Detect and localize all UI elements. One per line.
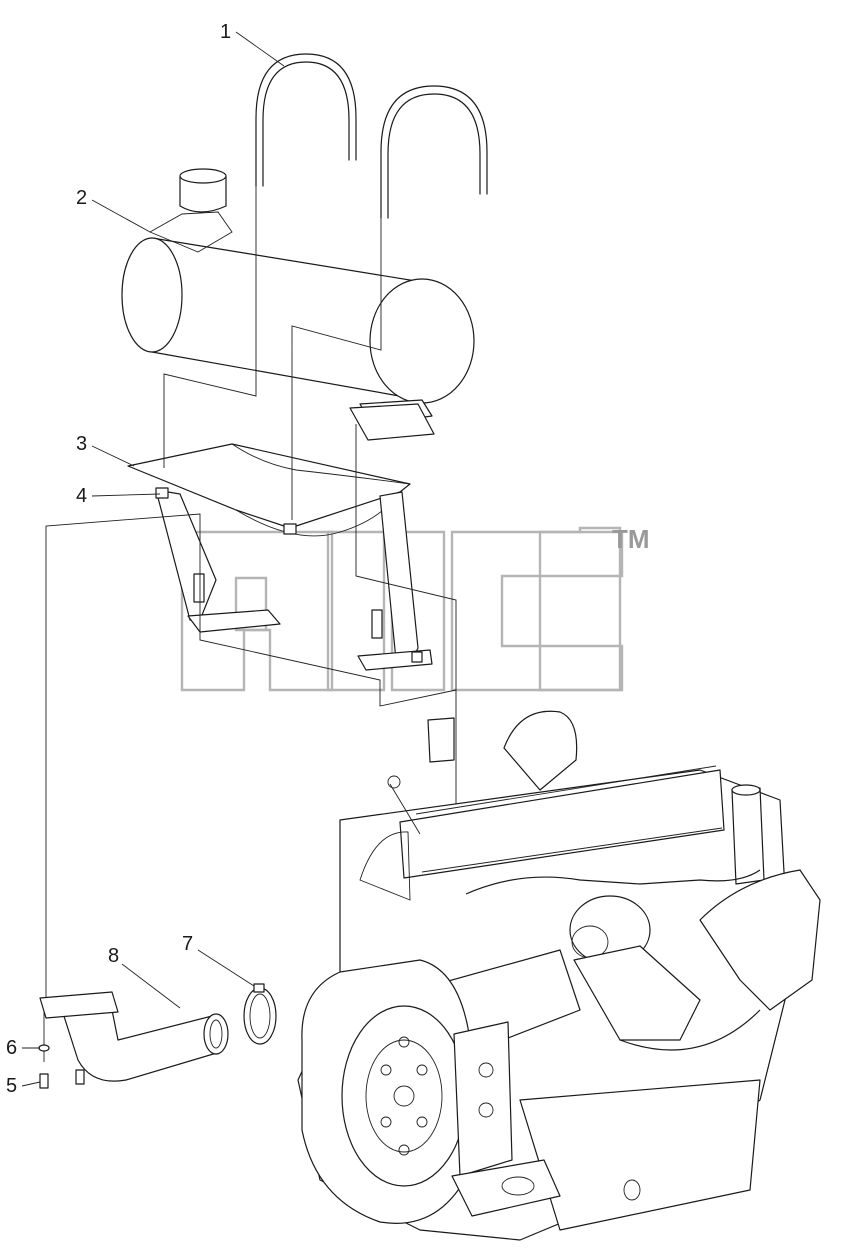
callout-2: 2 bbox=[76, 187, 87, 209]
callout-6: 6 bbox=[6, 1037, 17, 1059]
flywheel-housing bbox=[301, 959, 471, 1224]
callout-4: 4 bbox=[76, 485, 87, 507]
watermark-tm: TM bbox=[612, 524, 650, 554]
callout-3: 3 bbox=[76, 433, 87, 455]
mounting-bracket bbox=[127, 443, 433, 671]
callout-8: 8 bbox=[108, 945, 119, 967]
callout-leaders bbox=[21, 31, 285, 1087]
callout-1: 1 bbox=[220, 21, 231, 43]
u-bolt-clamps bbox=[255, 53, 488, 219]
callout-labels: 1 2 3 4 5 6 7 8 bbox=[6, 21, 231, 1097]
exhaust-elbow-pipe bbox=[39, 991, 229, 1085]
clamp-ring bbox=[243, 983, 277, 1045]
callout-5: 5 bbox=[6, 1075, 17, 1097]
watermark-logo: TM bbox=[180, 524, 650, 692]
callout-7: 7 bbox=[182, 933, 193, 955]
bolt-and-washer bbox=[38, 1044, 50, 1089]
assembly-guide-lines bbox=[43, 186, 457, 1062]
muffler bbox=[121, 168, 475, 441]
engine-mount bbox=[451, 1021, 561, 1217]
